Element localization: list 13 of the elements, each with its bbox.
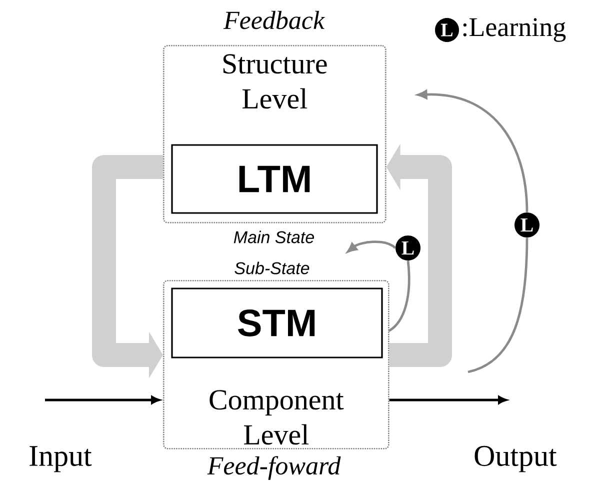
arrow xyxy=(45,396,160,404)
arrow xyxy=(418,90,528,212)
caption-text: Feedback xyxy=(223,10,325,30)
memory-box: STM xyxy=(171,288,383,358)
legend-text: :Learning xyxy=(463,18,566,42)
arrow xyxy=(389,396,507,404)
io-label: Input xyxy=(30,446,92,472)
arrow xyxy=(347,240,396,252)
caption-text: Sub-State xyxy=(234,262,310,274)
io-label: Output xyxy=(474,446,557,472)
caption-text: Main State xyxy=(234,230,314,244)
caption-text: Feed-foward xyxy=(207,456,341,480)
memory-box: LTM xyxy=(171,144,378,214)
